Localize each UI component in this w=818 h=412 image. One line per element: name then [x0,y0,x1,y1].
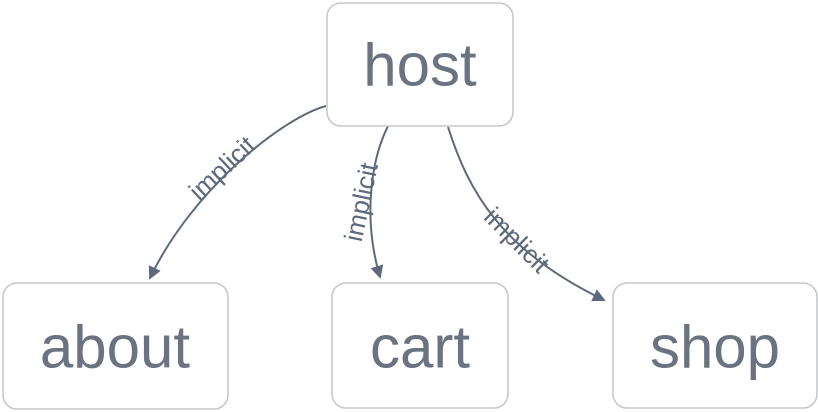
node-about-box [2,282,229,410]
edge-label-host-cart: implicit [338,159,384,244]
node-about-label: about [40,314,190,381]
edge-host-shop [447,126,606,302]
edge-host-about-path [148,105,327,280]
node-shop-box [612,282,818,409]
node-shop-label: shop [650,314,780,381]
node-shop: shop [612,282,818,409]
node-cart: cart [331,282,509,409]
edge-label-host-about: implicit [183,129,262,206]
edge-host-about [148,105,327,280]
node-host: host [326,2,514,127]
node-host-box [326,2,514,127]
node-host-label: host [363,32,477,99]
node-cart-label: cart [370,314,470,381]
node-about: about [2,282,229,410]
node-cart-box [331,282,509,409]
edge-host-shop-path [447,126,606,302]
edge-host-cart-path [369,125,389,279]
edge-host-cart [369,125,389,279]
edge-label-host-shop: implicit [478,201,556,279]
